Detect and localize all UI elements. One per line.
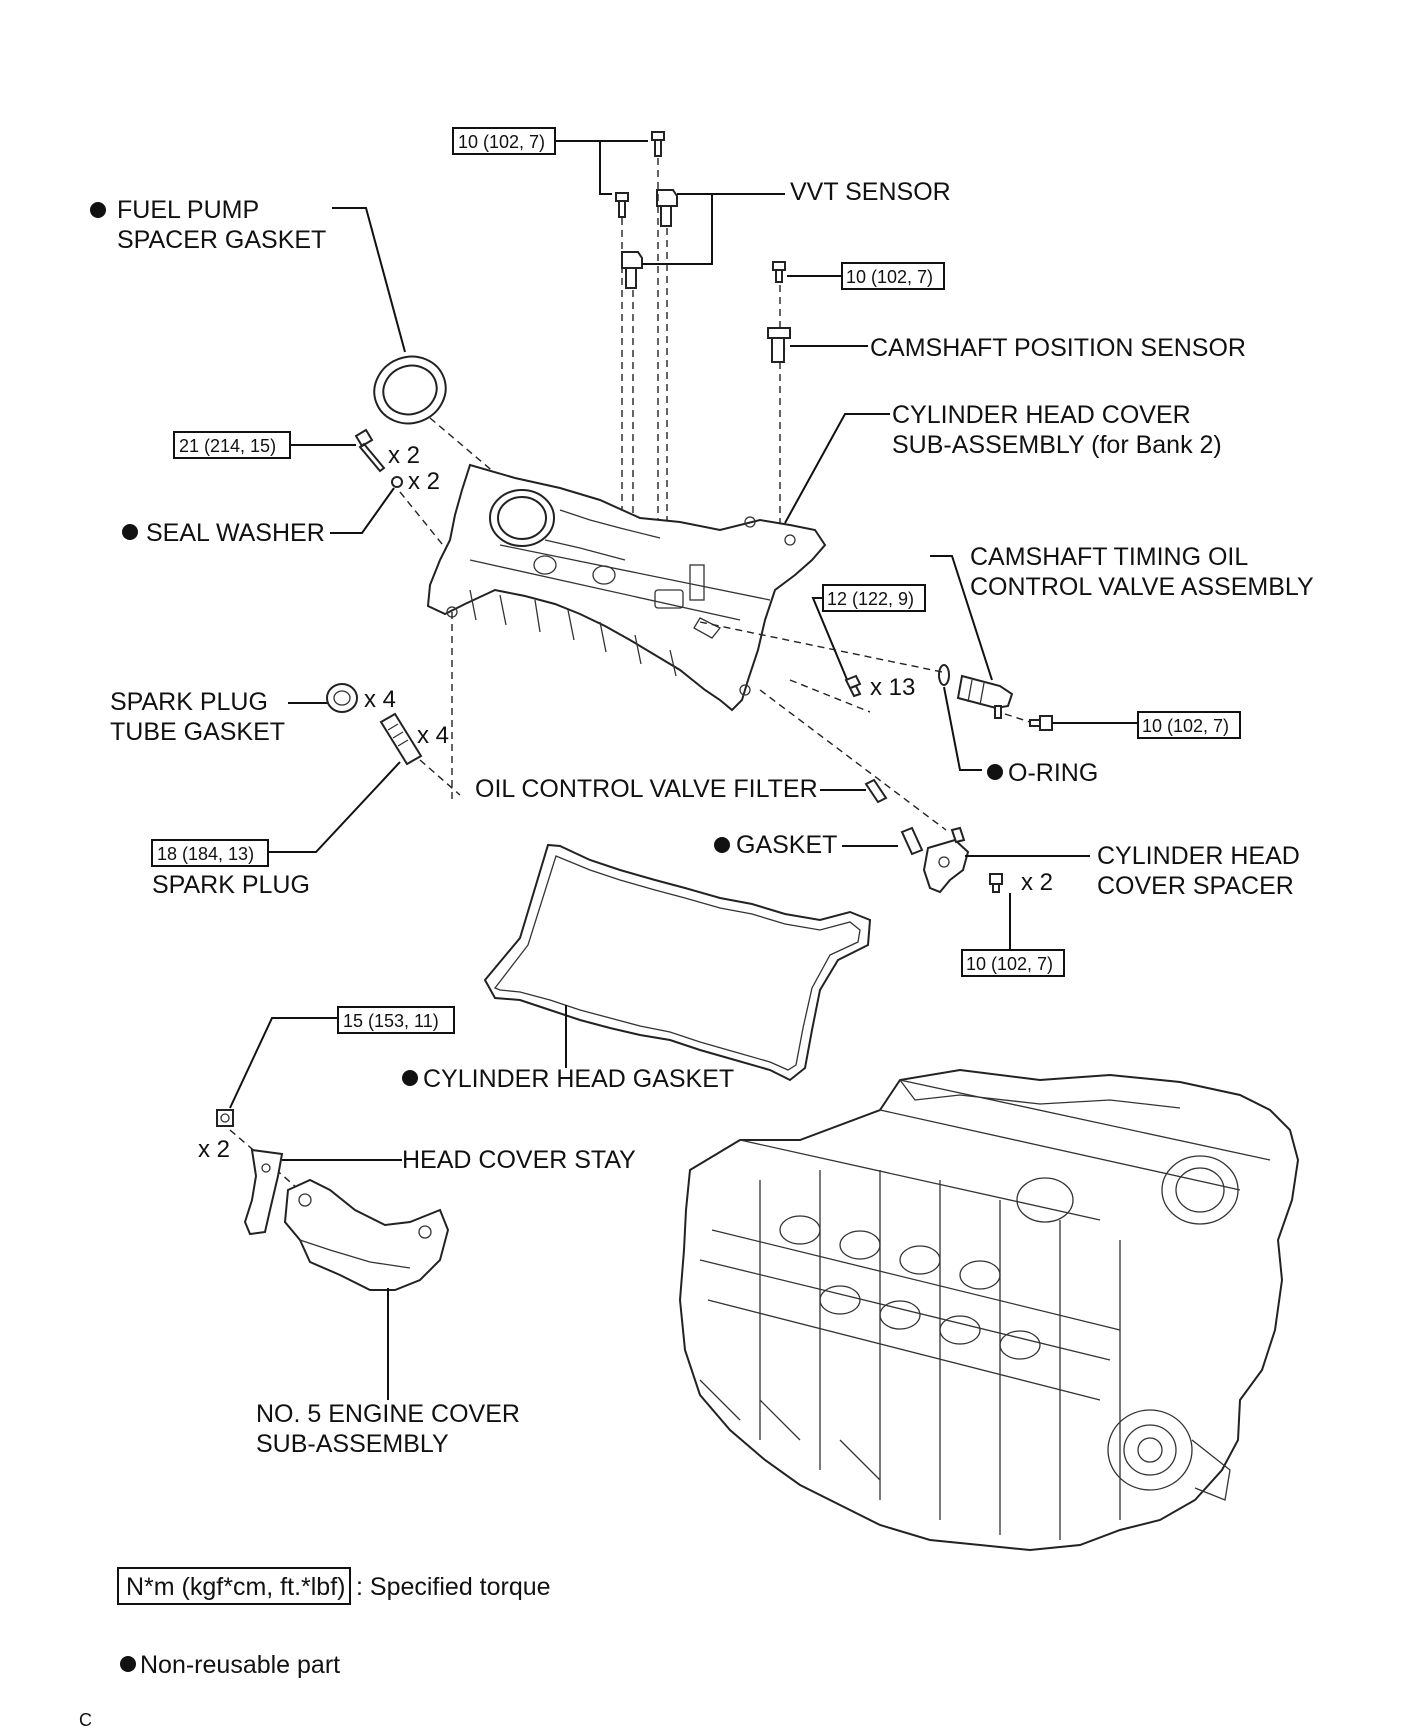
vvt-torque-group: 10 (102, 7) [452,127,648,195]
seal-bolt-torque-box [173,431,291,459]
spacer-label-1: CYLINDER HEAD [1097,842,1300,870]
legend-torque-desc: : Specified torque [356,1573,551,1601]
fuel-pump-gasket-bullet [90,202,106,218]
gasket-part [900,826,924,856]
cylinder-head-gasket-label: CYLINDER HEAD GASKET [423,1065,734,1093]
vvt-bolt-left [615,192,629,218]
seal-bolt-multiplier: x 2 [388,442,420,469]
stay-nut-torque-box [337,1006,455,1034]
o-ring-leader [943,686,982,771]
cam-pos-bolt [772,261,786,283]
engine-block-illustration [678,1068,1300,1552]
seal-bolt-torque-text: 21 (214, 15) [179,436,276,456]
o-ring-label: O-RING [1008,759,1098,787]
spacer-bolt-multiplier: x 2 [1021,869,1053,896]
legend-non-reusable-bullet [120,1656,136,1672]
spark-plug-leader [268,761,401,853]
spark-plug-multiplier: x 4 [417,722,449,749]
stay-nut-multiplier: x 2 [198,1136,230,1163]
no5-engine-cover-part [283,1178,450,1291]
head-cover-label-2: SUB-ASSEMBLY (for Bank 2) [892,431,1222,459]
vvt-sensor-leader [642,193,785,265]
head-cover-bolt-torque-box [822,584,926,612]
stay-nut-leader [229,1017,338,1109]
tube-gasket-multiplier: x 4 [364,686,396,713]
ocv-bolt [1029,715,1053,731]
head-cover-stay-part [243,1148,284,1236]
stay-nut-torque-text: 15 (153, 11) [343,1011,439,1031]
seal-washer-label: SEAL WASHER [146,519,325,547]
ocv-filter-label: OIL CONTROL VALVE FILTER [475,775,818,803]
head-cover-bolt [844,674,862,698]
vvt-torque-leader [555,140,648,195]
cylinder-head-gasket-bullet [402,1070,418,1086]
seal-washer-part [391,476,403,488]
ocv-bolt-torque-text: 10 (102, 7) [1142,716,1229,736]
vvt-bolt-top [651,131,665,157]
head-cover-spacer-part [922,826,970,894]
cam-pos-torque-box [841,262,945,290]
fuel-pump-gasket-label-1: FUEL PUMP [117,196,259,224]
cam-pos-torque-text: 10 (102, 7) [846,267,933,287]
ocv-label-1: CAMSHAFT TIMING OIL [970,543,1248,571]
cam-pos-sensor-label: CAMSHAFT POSITION SENSOR [870,334,1246,362]
o-ring-bullet [987,764,1003,780]
stay-nut-alignment [229,1129,306,1196]
spark-plug-alignment [419,612,461,800]
gasket-bullet [714,837,730,853]
head-cover-stay-label: HEAD COVER STAY [402,1146,636,1174]
tube-gasket-label-1: SPARK PLUG [110,688,268,716]
cam-pos-sensor [767,327,791,363]
o-ring-part [938,664,950,686]
footer-code: C [79,1710,92,1730]
ocv-valve [956,674,1014,719]
fuel-pump-spacer-gasket [373,355,447,425]
stay-nut-part [216,1109,234,1127]
spark-plug-part [379,712,423,766]
spark-plug-torque-text: 18 (184, 13) [157,844,254,864]
fuel-pump-gasket-leader [332,207,406,353]
ocv-filter-alignment [759,689,947,831]
tube-gasket-part [326,683,358,713]
fuel-pump-gasket-label-2: SPACER GASKET [117,226,326,254]
seal-washer-leader [330,487,395,534]
ocv-label-2: CONTROL VALVE ASSEMBLY [970,573,1314,601]
gasket-label: GASKET [736,831,837,859]
ocv-bolt-alignment [1004,713,1031,723]
vvt-alignment-lines [621,158,668,590]
legend-torque-unit: N*m (kgf*cm, ft.*lbf) [126,1573,345,1601]
seal-washer-bullet [122,524,138,540]
no5-engine-cover-label-1: NO. 5 ENGINE COVER [256,1400,520,1428]
vvt-torque-box [452,127,556,155]
spacer-bolt-torque-box [961,949,1065,977]
head-cover-label-1: CYLINDER HEAD COVER [892,401,1191,429]
spark-plug-label: SPARK PLUG [152,871,310,899]
ocv-bolt-torque-box [1137,711,1241,739]
spark-plug-torque-box [151,839,269,867]
ocv-filter-part [864,778,888,804]
seal-washer-multiplier: x 2 [408,468,440,495]
head-cover-bolt-leader [811,597,849,683]
spacer-bolt-torque-text: 10 (102, 7) [966,954,1053,974]
no5-engine-cover-label-2: SUB-ASSEMBLY [256,1430,449,1458]
head-cover-bolt-alignment [699,621,943,713]
cylinder-head-cover [426,463,827,712]
ocv-leader [930,555,993,681]
head-cover-bolt-torque-text: 12 (122, 9) [827,589,914,609]
tube-gasket-label-2: TUBE GASKET [110,718,285,746]
vvt-sensor-label: VVT SENSOR [790,178,951,206]
spacer-label-2: COVER SPACER [1097,872,1294,900]
vvt-sensor-lower [621,251,643,289]
head-cover-bolt-multiplier: x 13 [870,674,915,701]
vvt-torque-text: 10 (102, 7) [458,132,545,152]
seal-bolt [354,428,386,473]
spacer-bolt [989,873,1003,893]
fuel-pump-gasket-alignment [429,417,516,491]
legend-non-reusable-text: Non-reusable part [140,1651,340,1679]
vvt-sensor-upper [656,189,678,227]
head-cover-leader [784,413,890,524]
legend-torque-box [117,1567,351,1605]
cylinder-head-gasket-part [483,843,872,1082]
